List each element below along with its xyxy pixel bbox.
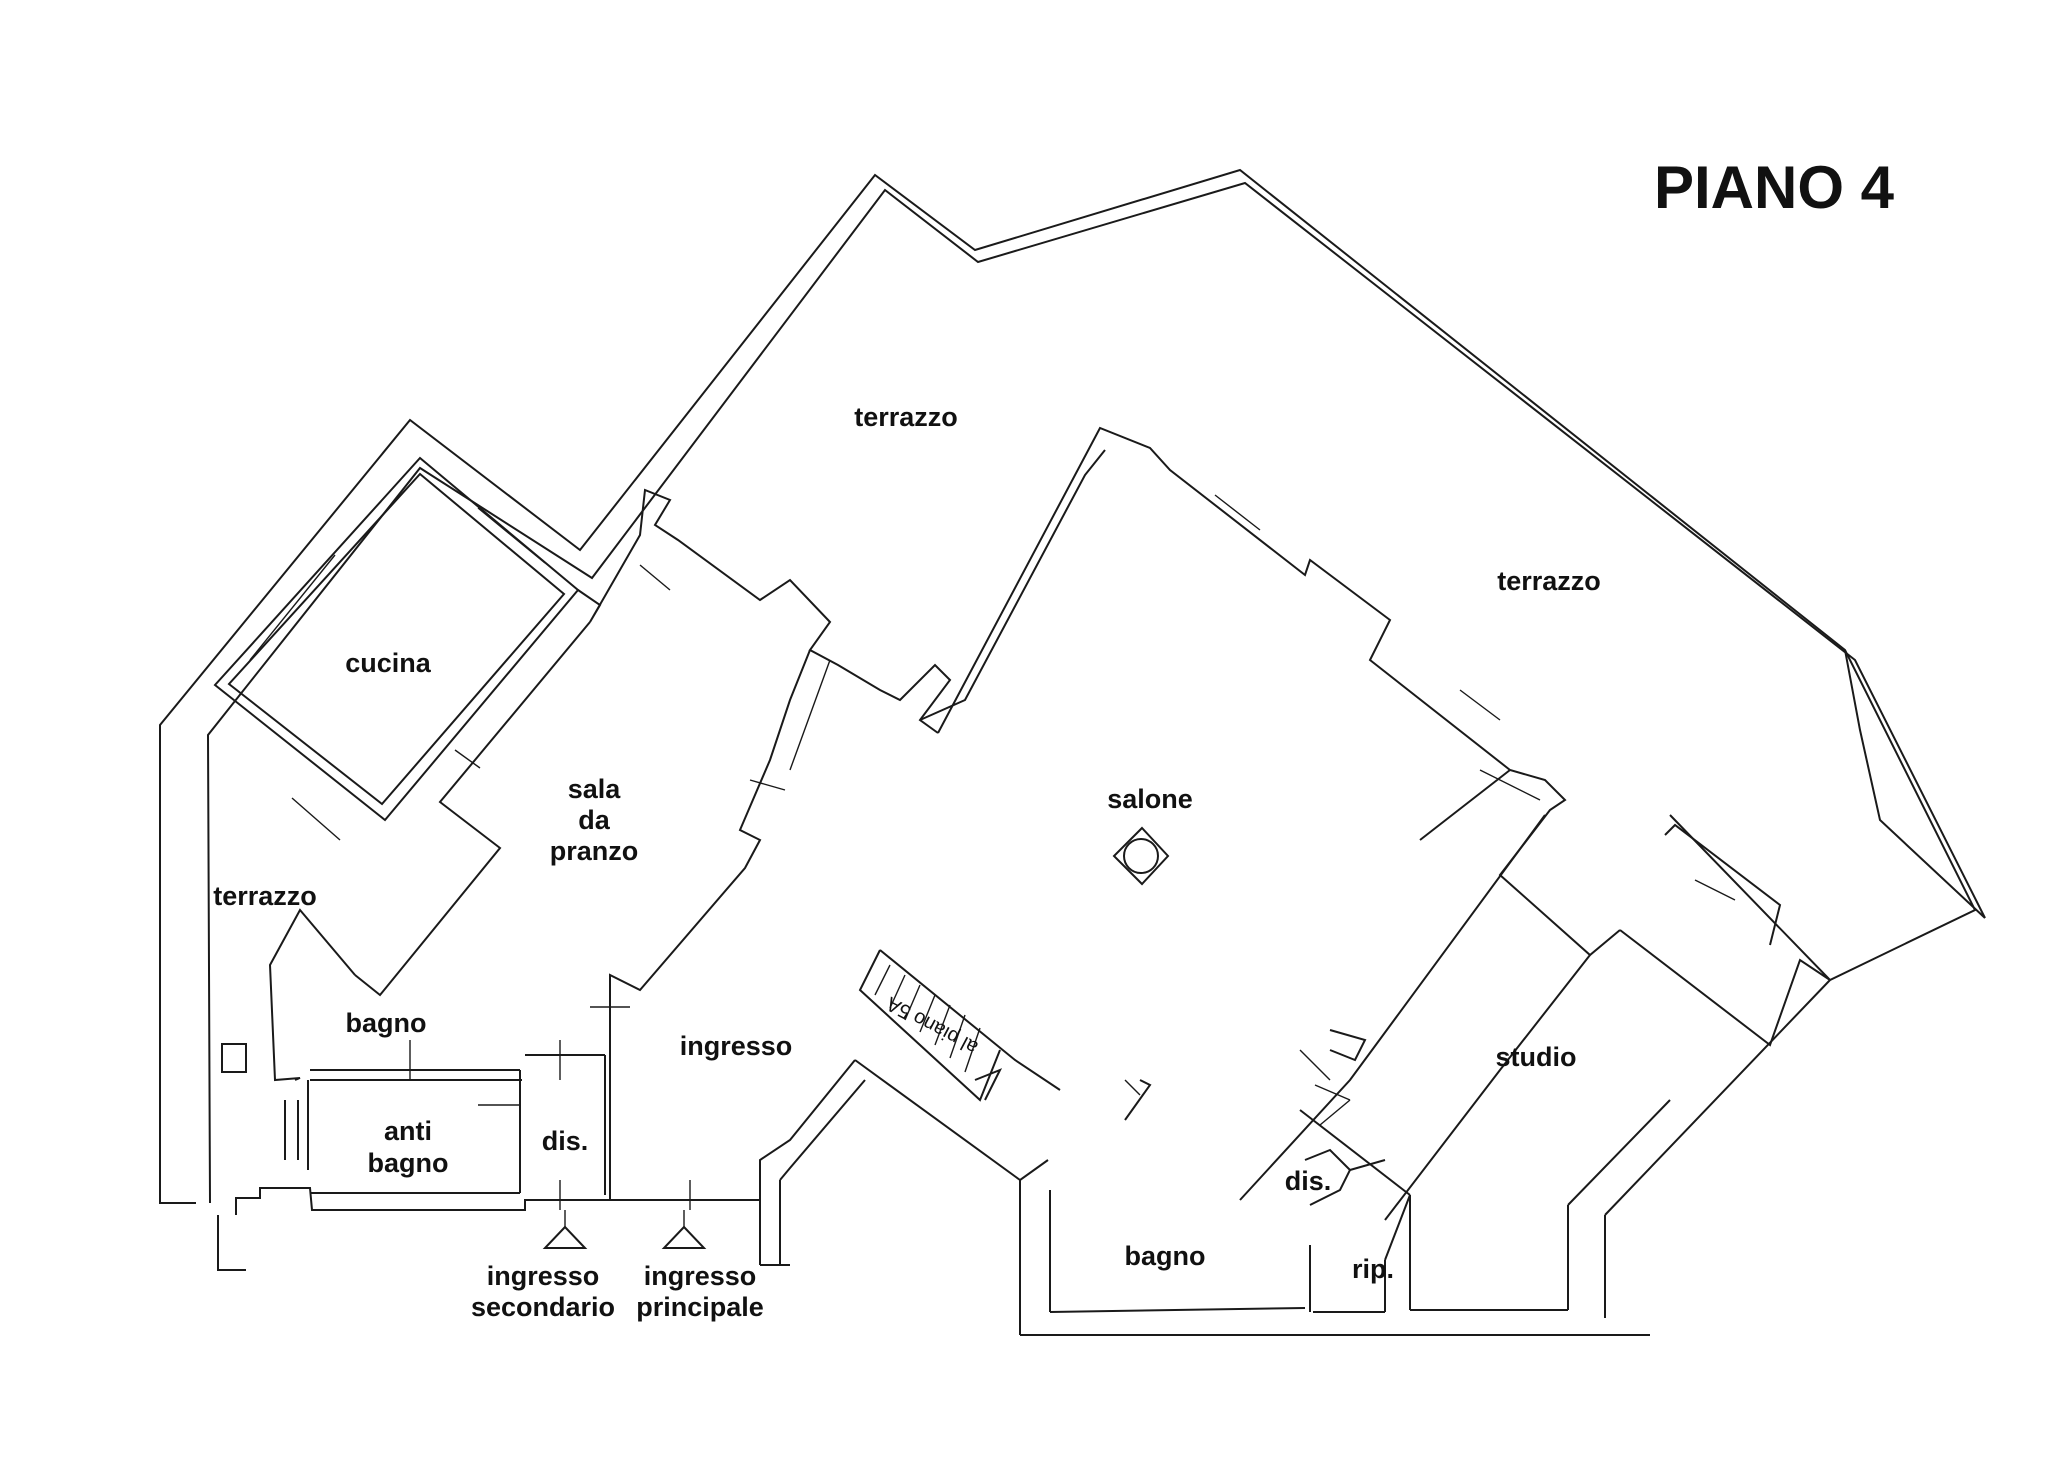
label-salone: salone [1107,784,1193,814]
cucina-walls [213,456,580,841]
label-anti-2: bagno [368,1148,449,1178]
label-anti-1: anti [384,1116,432,1146]
label-bagno-bottom: bagno [1125,1241,1206,1271]
column-icon [1112,826,1170,886]
label-sala-3: pranzo [550,836,639,866]
label-terrazzo-left: terrazzo [213,881,317,911]
label-terrazzo-top: terrazzo [854,402,958,432]
left-bottom-rooms [221,908,630,1210]
entrance-triangle-icon [661,1225,707,1249]
label-ingresso-secondario-1: ingresso [487,1261,600,1291]
entrance-triangle-icon [542,1225,588,1249]
label-ingresso-principale-1: ingresso [644,1261,757,1291]
label-cucina: cucina [345,648,432,678]
plan-title: PIANO 4 [1654,154,1895,221]
label-studio: studio [1496,1042,1577,1072]
label-bagno-left: bagno [346,1008,427,1038]
label-terrazzo-right: terrazzo [1497,566,1601,596]
sala-walls [354,488,952,1200]
label-ingresso-principale-2: principale [636,1292,764,1322]
entrance-markers [542,1210,707,1249]
salone-walls [919,426,1621,1221]
label-dis-right: dis. [1285,1166,1332,1196]
outer-walls [159,168,1986,1336]
square-icon [221,1043,247,1073]
ingresso-walls [689,1059,1021,1210]
label-dis-left: dis. [542,1126,589,1156]
label-rip: rip. [1352,1254,1394,1284]
stairs [858,949,1061,1102]
label-sala-2: da [578,805,610,835]
label-sala-1: sala [568,774,622,804]
label-ingresso: ingresso [680,1031,793,1061]
studio-walls [1299,823,1831,1206]
label-ingresso-secondario-2: secondario [471,1292,615,1322]
